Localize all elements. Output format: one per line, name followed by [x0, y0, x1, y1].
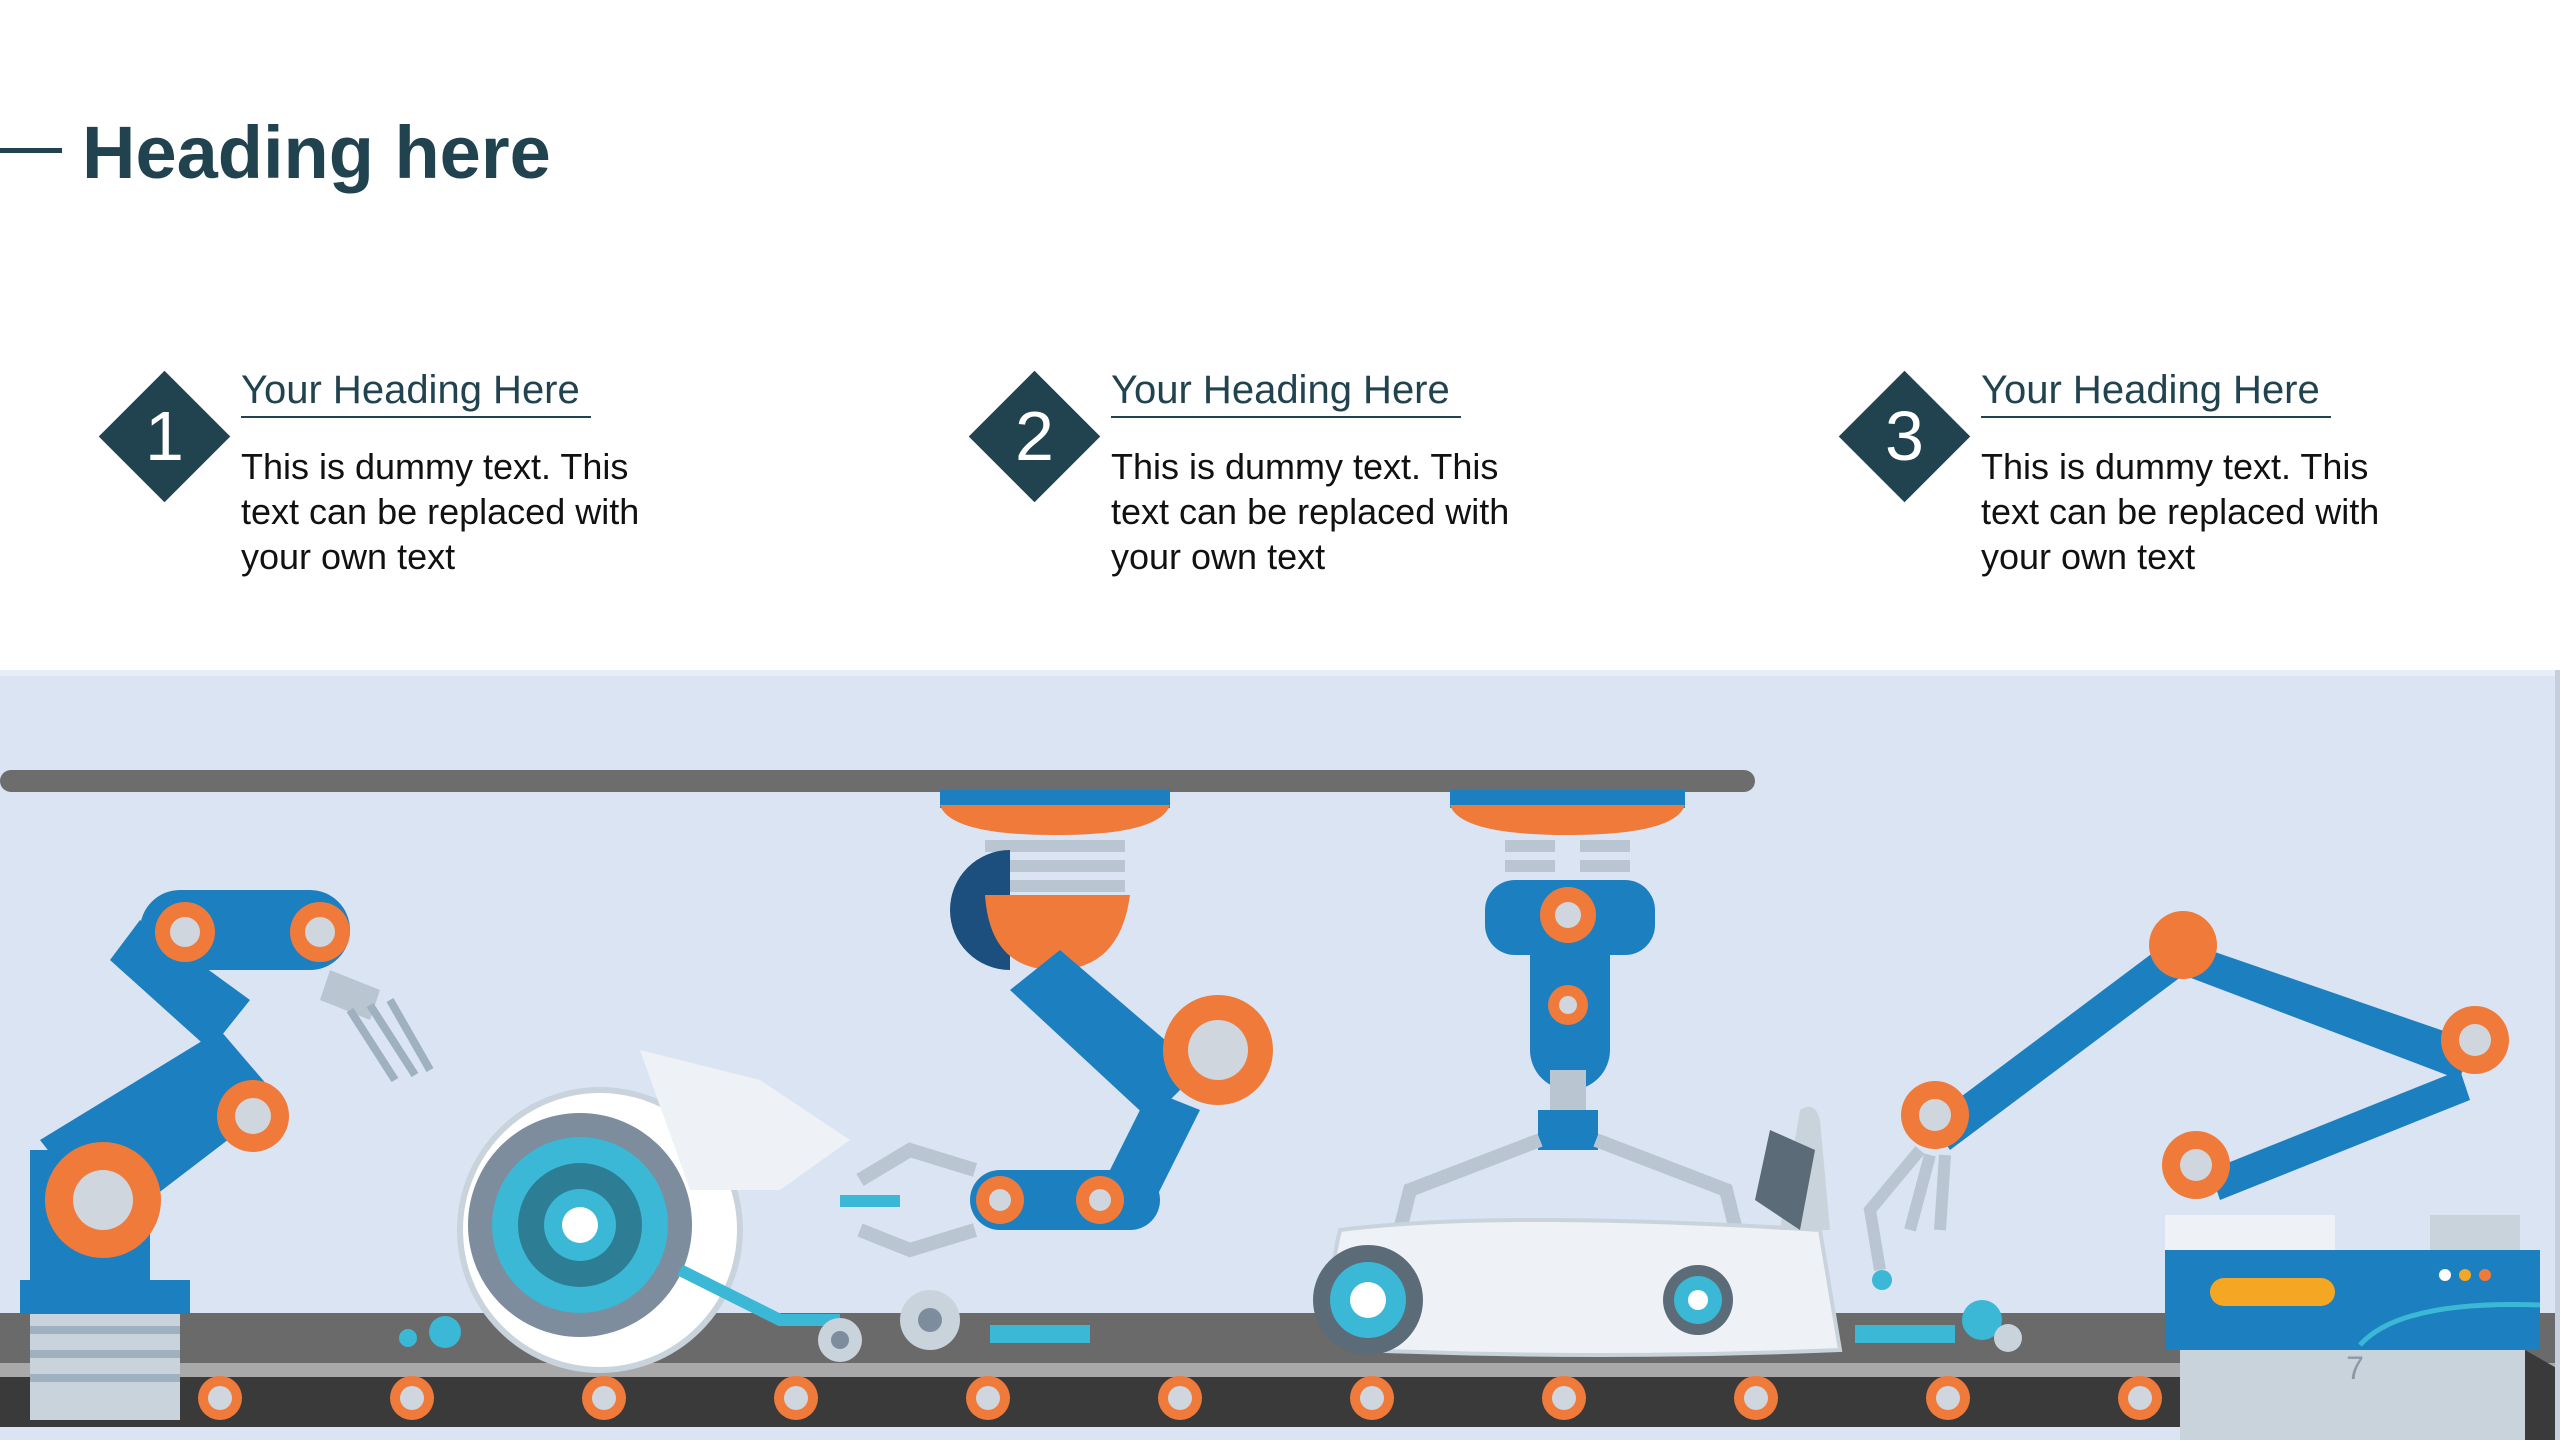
item-number: 3: [1885, 397, 1924, 475]
item-heading: Your Heading Here: [241, 364, 591, 418]
page-title: Heading here: [82, 111, 551, 194]
item-number: 1: [145, 397, 184, 475]
feature-item-1: 1 Your Heading Here This is dummy text. …: [88, 360, 888, 660]
item-body: This is dummy text. This text can be rep…: [1981, 446, 2380, 577]
feature-item-2: 2 Your Heading Here This is dummy text. …: [958, 360, 1758, 660]
item-body: This is dummy text. This text can be rep…: [241, 446, 640, 577]
robot-assembly-line-illustration: [0, 670, 2560, 1440]
item-number: 2: [1015, 397, 1054, 475]
item-heading: Your Heading Here: [1981, 364, 2331, 418]
feature-item-3: 3 Your Heading Here This is dummy text. …: [1828, 360, 2560, 660]
heading-accent-line: [0, 148, 62, 153]
page-number: 7: [2346, 1350, 2364, 1386]
item-heading: Your Heading Here: [1111, 364, 1461, 418]
item-body: This is dummy text. This text can be rep…: [1111, 446, 1510, 577]
